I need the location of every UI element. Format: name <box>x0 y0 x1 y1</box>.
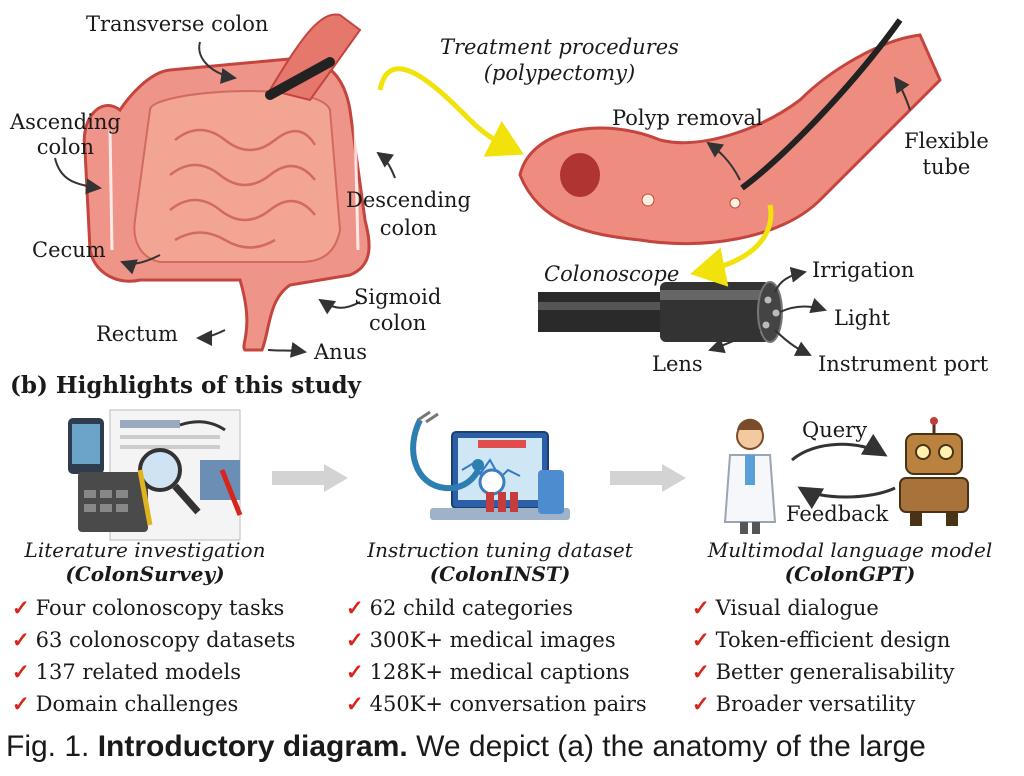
column-dataset-subtitle: (ColonINST) <box>429 562 571 586</box>
column-literature-subtitle: (ColonSurvey) <box>65 562 225 586</box>
section-title-highlights: (b) Highlights of this study <box>10 372 362 399</box>
list-item: ✓300K+ medical images <box>346 627 616 652</box>
list-item: ✓Visual dialogue <box>692 595 879 620</box>
colonoscope-tip <box>538 281 783 343</box>
caption-text: We depict (a) the anatomy of the large <box>416 730 926 763</box>
label-flexible-tube: Flexible tube <box>904 129 989 179</box>
label-ascending-colon: Ascending colon <box>10 110 121 159</box>
label-treatment-procedures: Treatment procedures (polypectomy) <box>440 35 679 85</box>
list-item: ✓128K+ medical captions <box>346 659 630 684</box>
column-model-list: ✓Visual dialogue ✓Token-efficient design… <box>692 592 955 720</box>
column-model-subtitle: (ColonGPT) <box>784 562 916 586</box>
column-dataset-heading: Instruction tuning dataset (ColonINST) <box>350 538 650 586</box>
check-icon: ✓ <box>12 595 30 620</box>
list-item: ✓62 child categories <box>346 595 574 620</box>
colon-segment-illustration <box>518 33 942 246</box>
check-icon: ✓ <box>692 627 710 652</box>
label-irrigation: Irrigation <box>812 258 915 282</box>
check-icon: ✓ <box>692 691 710 716</box>
flow-arrow-1-head <box>324 464 348 492</box>
column-literature-list: ✓Four colonoscopy tasks ✓63 colonoscopy … <box>12 592 295 720</box>
list-item: ✓Better generalisability <box>692 659 955 684</box>
list-item: ✓Four colonoscopy tasks <box>12 595 285 620</box>
yellow-arrow-colonoscope <box>690 204 774 287</box>
check-icon: ✓ <box>346 659 364 684</box>
label-light: Light <box>834 306 891 330</box>
column-dataset-list: ✓62 child categories ✓300K+ medical imag… <box>346 592 647 720</box>
list-item: ✓Domain challenges <box>12 691 239 716</box>
column-literature-title: Literature investigation <box>24 538 266 562</box>
doctor-illustration <box>723 418 777 534</box>
label-polyp-removal: Polyp removal <box>612 106 763 130</box>
feedback-arrow <box>797 486 896 510</box>
column-dataset-title: Instruction tuning dataset <box>367 538 633 562</box>
label-anus: Anus <box>314 340 367 364</box>
check-icon: ✓ <box>692 659 710 684</box>
large-intestine-illustration <box>82 13 371 352</box>
list-item: ✓63 colonoscopy datasets <box>12 627 296 652</box>
list-item: ✓Broader versatility <box>692 691 916 716</box>
label-lens: Lens <box>652 352 703 376</box>
check-icon: ✓ <box>12 659 30 684</box>
label-query: Query <box>802 418 868 442</box>
label-colonoscope: Colonoscope <box>544 262 680 286</box>
figure-caption: Fig. 1. Introductory diagram. We depict … <box>6 730 926 764</box>
caption-prefix: Fig. 1. <box>6 730 90 763</box>
dataset-illustration <box>410 410 570 520</box>
list-item: ✓450K+ conversation pairs <box>346 691 647 716</box>
query-arrow <box>791 433 888 462</box>
check-icon: ✓ <box>692 595 710 620</box>
column-literature-heading: Literature investigation (ColonSurvey) <box>10 538 280 586</box>
label-cecum: Cecum <box>32 238 106 262</box>
colonoscope-in-colon <box>265 57 335 100</box>
column-model-title: Multimodal language model <box>707 538 993 562</box>
literature-illustration <box>68 409 243 541</box>
flow-arrow-2-head <box>662 464 686 492</box>
column-model-heading: Multimodal language model (ColonGPT) <box>690 538 1010 586</box>
label-rectum: Rectum <box>96 322 178 346</box>
label-descending-colon: Descending colon <box>346 188 471 240</box>
robot-illustration <box>899 417 969 526</box>
yellow-arrow-treatment <box>377 66 524 157</box>
check-icon: ✓ <box>346 627 364 652</box>
list-item: ✓Token-efficient design <box>692 627 951 652</box>
caption-bold: Introductory diagram. <box>97 730 408 763</box>
check-icon: ✓ <box>12 691 30 716</box>
check-icon: ✓ <box>346 691 364 716</box>
label-feedback: Feedback <box>786 502 889 526</box>
flexible-tube <box>740 18 903 191</box>
label-instrument-port: Instrument port <box>818 352 989 376</box>
label-arrows <box>54 41 911 358</box>
check-icon: ✓ <box>12 627 30 652</box>
label-transverse-colon: Transverse colon <box>86 12 269 36</box>
list-item: ✓137 related models <box>12 659 241 684</box>
check-icon: ✓ <box>346 595 364 620</box>
label-sigmoid-colon: Sigmoid colon <box>354 285 442 335</box>
